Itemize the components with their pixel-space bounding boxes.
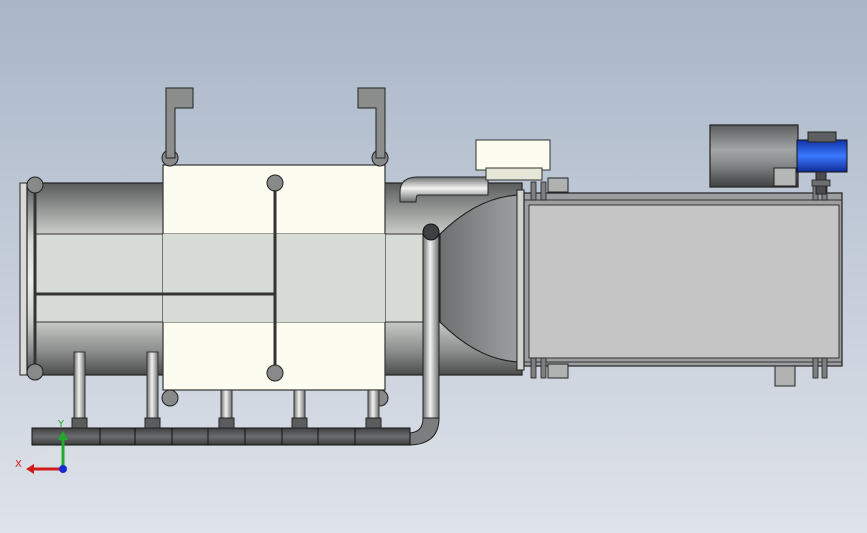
riser-collar-5 xyxy=(365,417,382,429)
riser-collar-2 xyxy=(144,417,161,429)
motor-coupling xyxy=(807,131,837,143)
motor-terminal-box xyxy=(773,167,797,187)
motor-fan-cover[interactable] xyxy=(796,139,848,173)
lifting-hook-left xyxy=(165,87,194,159)
triad-plane-shade xyxy=(32,447,63,470)
gearbox-stud-7 xyxy=(812,357,819,379)
junction-box[interactable] xyxy=(475,139,551,181)
triad-y-label: Y xyxy=(57,419,65,430)
gearbox-foot-top-left xyxy=(547,177,569,193)
junction-box-body[interactable] xyxy=(475,139,551,171)
drum-bolt-top-left xyxy=(26,176,44,194)
gearbox-foot-bottom-left xyxy=(547,363,569,379)
lifting-hook-right xyxy=(357,87,386,159)
riser-pipe-1 xyxy=(73,351,86,425)
gearbox-face[interactable] xyxy=(528,204,840,359)
drive-motor[interactable] xyxy=(709,124,848,195)
lifting-hooks xyxy=(165,87,386,159)
top-inlet-elbow xyxy=(399,176,489,203)
gearbox-foot-bottom-right xyxy=(774,365,796,387)
riser-collar-1 xyxy=(71,417,88,429)
triad-y-arrowhead xyxy=(58,431,68,440)
gearbox-stud-2 xyxy=(540,181,547,201)
coordinate-triad: X Y xyxy=(15,419,68,474)
triad-x-arrowhead xyxy=(26,464,34,474)
drum-bolt-bottom-left xyxy=(26,363,44,381)
gearbox-housing[interactable] xyxy=(523,177,843,387)
top-inlet-pipe[interactable] xyxy=(399,176,489,203)
riser-pipe-2 xyxy=(146,351,159,425)
bottom-header[interactable] xyxy=(31,427,411,446)
return-pipe-cap xyxy=(422,223,440,241)
return-pipe[interactable] xyxy=(399,223,440,446)
panel-bolt-bottom-center xyxy=(266,364,284,382)
triad-x-label: X xyxy=(15,459,22,470)
panel-bolt-top-center xyxy=(266,174,284,192)
gearbox-stud-8 xyxy=(821,357,828,379)
riser-collar-3 xyxy=(218,417,235,429)
gearbox-stud-1 xyxy=(530,181,537,201)
gearbox-stud-3 xyxy=(530,357,537,379)
triad-z-axis-dot xyxy=(59,465,67,473)
return-pipe-vertical xyxy=(422,231,440,421)
panel-bolt-bottom-left xyxy=(161,389,179,407)
bottom-header-pipe[interactable] xyxy=(31,427,411,446)
heater-panel[interactable] xyxy=(161,149,389,407)
gearbox-stud-4 xyxy=(540,357,547,379)
riser-pipes xyxy=(71,351,382,429)
junction-box-base xyxy=(485,167,543,181)
riser-collar-4 xyxy=(291,417,308,429)
drum-flange-right xyxy=(516,189,525,371)
motor-shaft-collar xyxy=(811,179,831,187)
